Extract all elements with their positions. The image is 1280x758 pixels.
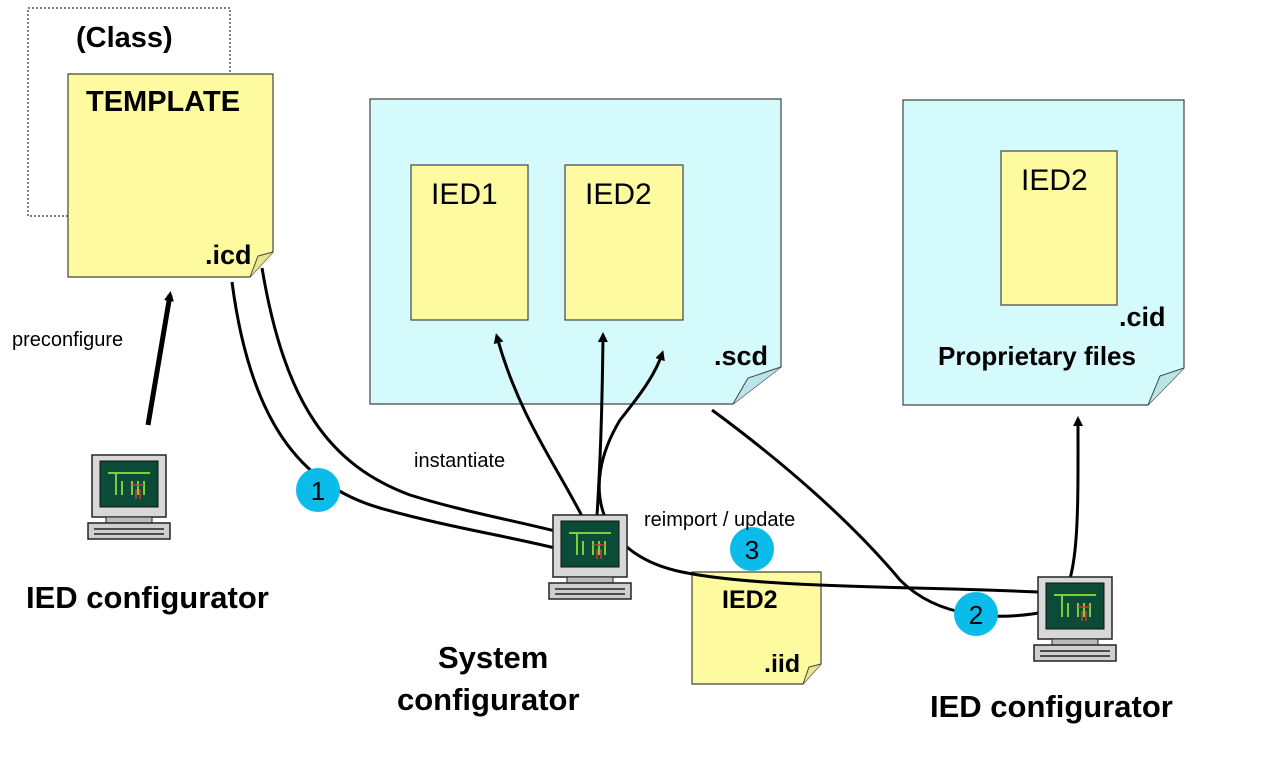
system-configurator-caption-line1: System <box>438 640 549 675</box>
preconfigure-label: preconfigure <box>12 329 124 351</box>
ied2-box <box>564 164 684 321</box>
step-3-label: 3 <box>745 535 759 565</box>
instantiate-label: instantiate <box>414 450 506 472</box>
icd-to-system-curve-outer <box>230 281 576 555</box>
left-configurator-caption: IED configurator <box>26 580 269 615</box>
iid-title: IED2 <box>722 586 778 614</box>
step-1-label: 1 <box>311 476 325 506</box>
class-label: (Class) <box>76 22 173 54</box>
icd-extension: .icd <box>205 240 252 270</box>
icd-to-system-curve-inner <box>260 267 601 547</box>
ied2-label: IED2 <box>585 178 652 211</box>
right-configurator-caption: IED configurator <box>930 689 1173 724</box>
cid-ied2-label: IED2 <box>1021 164 1088 197</box>
ied1-label: IED1 <box>431 178 498 211</box>
step-2-marker: 2 <box>954 592 998 636</box>
step-3-marker: 3 <box>730 527 774 571</box>
instantiate-arrow-ied1 <box>493 333 590 529</box>
template-title: TEMPLATE <box>86 86 241 118</box>
scd-extension: .scd <box>714 341 769 371</box>
reimport-label: reimport / update <box>644 509 796 531</box>
step-2-label: 2 <box>969 600 983 630</box>
cid-ied2-box <box>1000 150 1118 306</box>
right-configurator-computer-icon <box>1033 576 1117 662</box>
left-configurator-computer-icon <box>87 454 171 540</box>
instantiate-arrow-ied2 <box>594 332 608 533</box>
system-configurator-caption-line2: configurator <box>397 682 580 717</box>
step-1-marker: 1 <box>296 468 340 512</box>
iid-extension: .iid <box>764 650 801 678</box>
ied1-box <box>410 164 529 321</box>
proprietary-files-caption: Proprietary files <box>938 341 1136 371</box>
cid-extension: .cid <box>1119 302 1166 332</box>
preconfigure-arrow <box>145 291 174 426</box>
reimport-arrow <box>597 350 1039 594</box>
system-configurator-computer-icon <box>548 514 632 600</box>
